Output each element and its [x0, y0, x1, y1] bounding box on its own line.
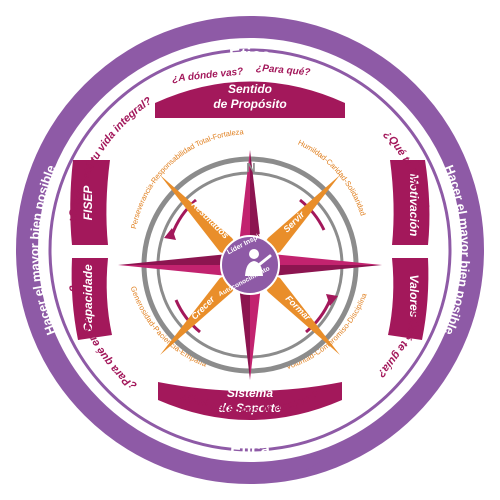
- band-top-line1: Sentido: [228, 82, 272, 96]
- band-motivacion: [390, 160, 430, 245]
- arrow-icon: [48, 358, 62, 372]
- band-left-lower: Capacidade: [81, 264, 95, 332]
- band-sentido-proposito-body: [155, 103, 345, 118]
- band-sistema-soporte: [158, 382, 342, 420]
- cycle-arc: [299, 198, 326, 231]
- star-point-w-b: [118, 265, 250, 277]
- north-marker: N: [246, 160, 255, 175]
- band-capacidade: [71, 258, 112, 340]
- band-bottom-line2: de Soporte: [219, 401, 282, 415]
- orange-ray-nw: [160, 175, 250, 265]
- ring-label-bottom: Ética: [229, 439, 271, 459]
- outer-ring: [16, 16, 484, 484]
- question-top-right: ¿Para qué?: [256, 63, 311, 79]
- band-left-upper: FISEP: [81, 185, 95, 221]
- band-top-line2: de Propósito: [213, 97, 286, 111]
- star-point-e: [250, 253, 382, 265]
- band-valores: [388, 258, 429, 340]
- ring-label-top: Ética: [229, 45, 272, 65]
- orange-ray-se: [250, 265, 340, 355]
- arrow-icon: [326, 294, 338, 306]
- arrow-icon: [438, 128, 452, 142]
- leader-person-icon: [245, 249, 272, 276]
- cycle-arc: [174, 299, 201, 334]
- band-fisep: [70, 160, 110, 245]
- orange-ray-ne: [250, 175, 340, 265]
- band-bottom-line1: Sistema: [227, 386, 273, 400]
- inner-ring-line: [48, 48, 452, 452]
- arrow-icon: [164, 228, 176, 240]
- orange-ray-sw: [160, 265, 250, 355]
- band-right-upper: Motivación: [407, 174, 421, 237]
- arrow-icon: [306, 456, 320, 470]
- star-point-w: [118, 253, 250, 265]
- arrow-icon: [176, 30, 192, 44]
- star-point-e-b: [250, 265, 382, 277]
- band-right-lower: Valores: [407, 275, 421, 318]
